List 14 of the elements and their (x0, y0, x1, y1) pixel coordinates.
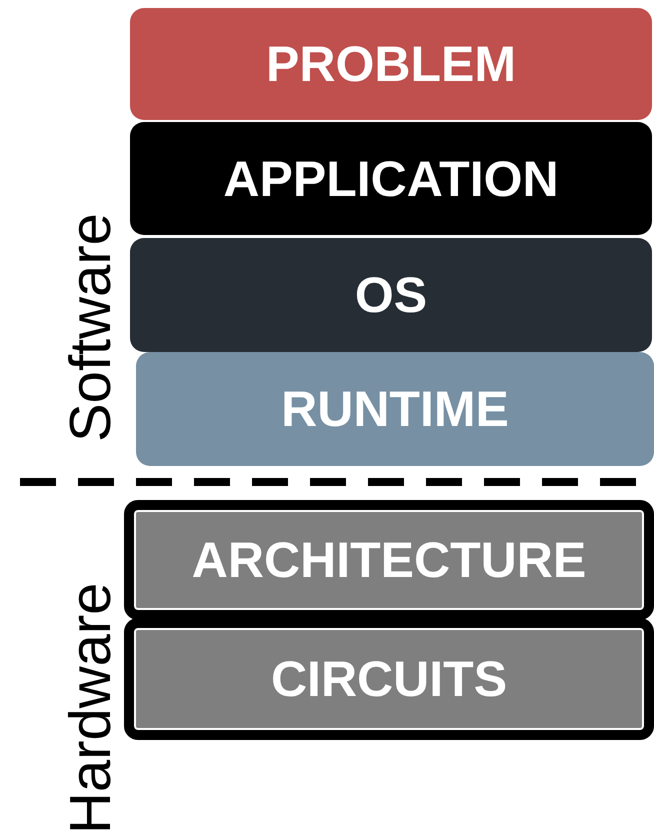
layer-label: APPLICATION (223, 150, 559, 208)
layer-box (124, 618, 654, 740)
layer-label: RUNTIME (281, 380, 509, 438)
layer-box (130, 8, 652, 120)
layer-box (124, 500, 654, 620)
layer-label: ARCHITECTURE (192, 531, 586, 589)
layer-label: OS (354, 266, 428, 324)
layer-box (136, 352, 654, 466)
layer-label: CIRCUITS (270, 650, 508, 708)
layer-box (130, 238, 652, 352)
layer-label: PROBLEM (266, 35, 516, 93)
section-label: Hardware (62, 582, 120, 834)
layer-box (130, 122, 652, 235)
section-label: Software (62, 213, 120, 442)
